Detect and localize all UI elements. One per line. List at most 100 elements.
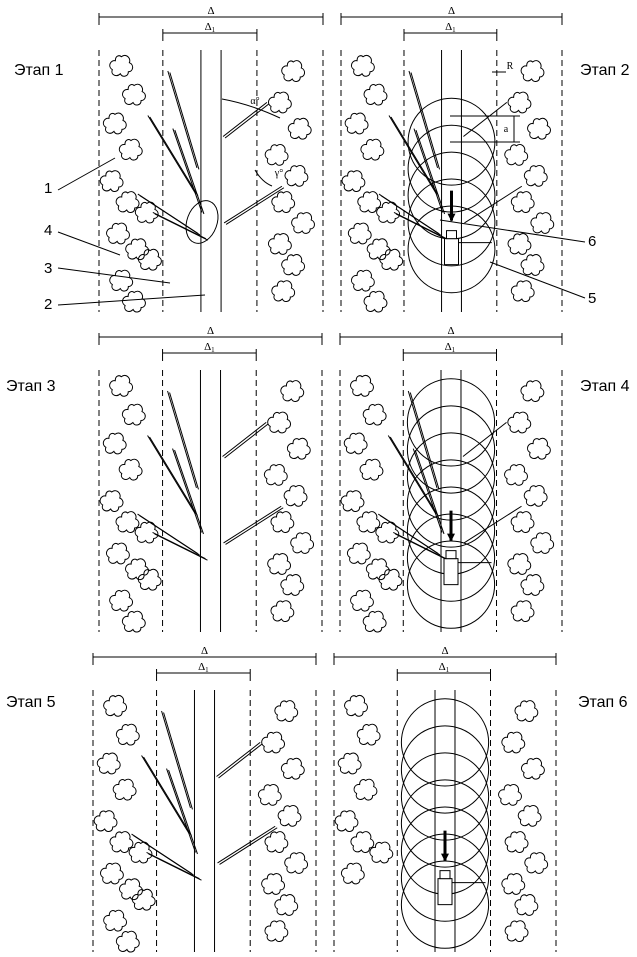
tree-icon: [521, 575, 544, 596]
tree-icon: [110, 270, 133, 291]
fallen-log: [388, 436, 436, 515]
fallen-log: [164, 712, 193, 809]
tree-icon: [348, 223, 371, 244]
fallen-log: [155, 214, 208, 240]
tree-icon: [271, 601, 294, 622]
angle-alpha-label: α°: [250, 96, 259, 107]
tree-icon: [126, 559, 149, 580]
tree-icon: [126, 239, 149, 260]
tree-icon: [351, 375, 374, 396]
tree-icon: [278, 805, 301, 826]
tree-icon: [499, 784, 522, 805]
delta1-label: Δ1: [204, 341, 215, 354]
tree-icon: [122, 404, 145, 425]
tree-icon: [275, 895, 298, 916]
fallen-log: [224, 506, 282, 543]
tree-icon: [275, 701, 298, 722]
tree-icon: [338, 753, 361, 774]
tree-icon: [521, 61, 544, 82]
callout-4: 4: [44, 222, 52, 239]
tree-icon: [272, 281, 295, 302]
fallen-log: [140, 196, 200, 235]
tree-icon: [524, 165, 547, 186]
callout-4-leader: [58, 232, 120, 255]
callout-6: 6: [588, 233, 596, 250]
callout-leaders: [58, 158, 585, 305]
fallen-log: [149, 854, 202, 880]
delta-label: Δ: [441, 645, 448, 657]
tree-icon: [511, 512, 534, 533]
tree-icon: [100, 171, 123, 192]
tree-icon: [363, 611, 386, 632]
fallen-log: [390, 437, 438, 516]
callout-5: 5: [588, 290, 596, 307]
stage-3-label: Этап 3: [6, 378, 56, 396]
tree-icon: [341, 491, 364, 512]
tree-icon: [366, 559, 389, 580]
tree-icon: [264, 464, 287, 485]
tree-icon: [351, 55, 374, 76]
tree-icon: [508, 92, 531, 113]
crane-reach-circle: [407, 379, 494, 466]
fallen-log: [219, 744, 263, 778]
tree-icon: [100, 491, 123, 512]
tree-icon: [505, 464, 528, 485]
tree-icon: [505, 921, 528, 942]
crane-reach-circle: [401, 726, 488, 813]
crane-reach-circle: [401, 753, 488, 840]
tree-icon: [291, 533, 314, 554]
tree-icon: [364, 291, 387, 312]
tree-icon: [363, 404, 386, 425]
tree-icon: [119, 459, 142, 480]
tree-icon: [341, 863, 364, 884]
tree-icon: [119, 139, 142, 160]
tree-icon: [531, 533, 554, 554]
fallen-log: [148, 436, 196, 515]
tree-icon: [104, 695, 127, 716]
tree-icon: [508, 554, 531, 575]
tree-icon: [120, 879, 143, 900]
stage-2-label: Этап 2: [580, 62, 630, 80]
delta-label: Δ: [207, 5, 214, 17]
tree-icon: [360, 459, 383, 480]
tree-icon: [521, 381, 544, 402]
tree-icon: [367, 239, 390, 260]
crane-reach-circle: [401, 699, 488, 786]
fallen-log: [226, 508, 284, 545]
tree-icon: [345, 695, 368, 716]
tree-icon: [511, 281, 534, 302]
callout-2-leader: [58, 295, 205, 305]
fallen-log: [142, 756, 190, 835]
panel-stage-1: ΔΔ1: [99, 5, 323, 312]
stage-6-label: Этап 6: [578, 694, 628, 712]
tree-icon: [106, 543, 129, 564]
stage2-annotations: Ra: [450, 61, 520, 142]
tree-icon: [122, 611, 145, 632]
callout-1: 1: [44, 180, 52, 197]
delta1-label: Δ1: [445, 21, 456, 34]
fallen-log: [167, 769, 196, 853]
tree-icon: [511, 192, 534, 213]
callout-2: 2: [44, 296, 52, 313]
tree-icon: [282, 61, 305, 82]
harvester-machine-icon: [438, 879, 452, 905]
fallen-log: [173, 129, 202, 213]
tree-icon: [531, 213, 554, 234]
tree-icon: [344, 433, 367, 454]
tree-icon: [107, 223, 130, 244]
tree-icon: [123, 291, 146, 312]
tree-icon: [110, 375, 133, 396]
delta1-label: Δ1: [445, 341, 456, 354]
fallen-log: [148, 116, 196, 195]
fallen-log: [410, 392, 439, 489]
fallen-log: [381, 196, 441, 235]
tree-icon: [103, 433, 126, 454]
tree-icon: [97, 753, 120, 774]
tree-icon: [103, 113, 126, 134]
tree-icon: [113, 779, 136, 800]
tree-icon: [265, 144, 288, 165]
fallen-log: [395, 534, 448, 560]
stage1-annotations: α°γ°: [180, 96, 283, 248]
fallen-log: [170, 392, 199, 489]
fallen-log: [389, 116, 437, 195]
